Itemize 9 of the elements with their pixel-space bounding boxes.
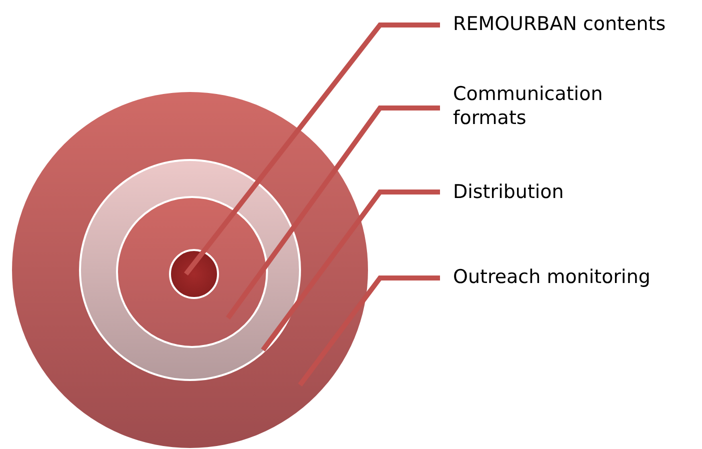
leader-line xyxy=(298,276,440,386)
ring-label: Communication formats xyxy=(453,82,653,130)
leader-line xyxy=(261,190,440,352)
leader-line xyxy=(226,106,440,320)
leader-line xyxy=(184,22,440,276)
ring-label: Outreach monitoring xyxy=(453,265,693,289)
ring-label: REMOURBAN contents xyxy=(453,12,693,36)
ring-label: Distribution xyxy=(453,180,693,204)
bullseye-center xyxy=(169,249,219,299)
